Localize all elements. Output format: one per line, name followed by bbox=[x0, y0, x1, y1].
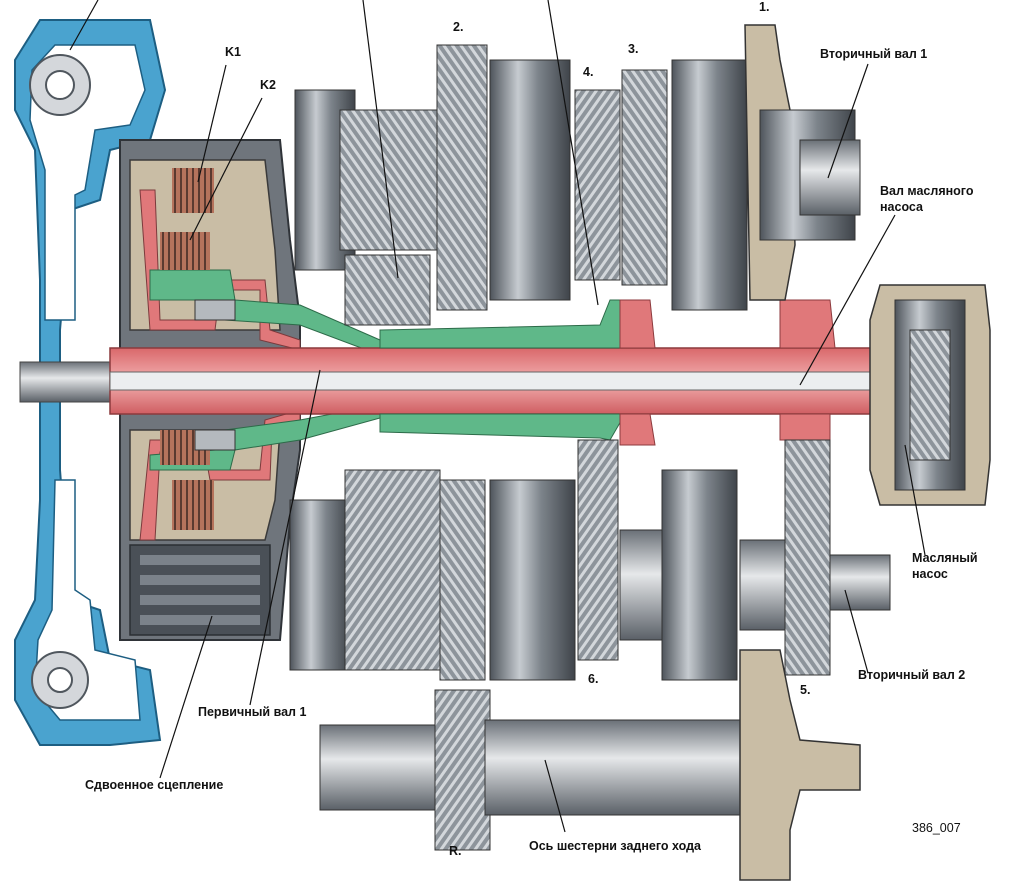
oil-pump bbox=[869, 284, 991, 506]
gear-6-label: 6. bbox=[588, 672, 599, 686]
figure-reference: 386_007 bbox=[912, 821, 961, 835]
output-shaft-1-gears bbox=[294, 24, 861, 326]
leader-lines bbox=[69, 0, 926, 833]
dual-clutch-label: Сдвоенное сцепление bbox=[85, 778, 224, 792]
k2-label: K2 bbox=[260, 78, 276, 92]
output-shaft-2-gears bbox=[289, 439, 891, 681]
gear-3-label: 3. bbox=[628, 42, 639, 56]
output-shaft-2-label: Вторичный вал 2 bbox=[858, 668, 966, 682]
oil-pump-label-line1: Масляный bbox=[912, 551, 978, 565]
oil-pump-label-line2: насос bbox=[912, 567, 948, 581]
oil-pump-shaft-label-line2: насоса bbox=[880, 200, 923, 214]
gear-2-label: 2. bbox=[453, 20, 464, 34]
output-shaft-1-label: Вторичный вал 1 bbox=[820, 47, 928, 61]
oil-pump-shaft-label-line1: Вал масляного bbox=[880, 184, 974, 198]
k1-label: K1 bbox=[225, 45, 241, 59]
gear-1-label: 1. bbox=[759, 0, 770, 14]
reverse-gear-axle bbox=[319, 649, 861, 881]
reverse-axle-label: Ось шестерни заднего хода bbox=[529, 839, 701, 853]
gear-r-label: R. bbox=[449, 844, 462, 858]
gear-4-label: 4. bbox=[583, 65, 594, 79]
bell-housing bbox=[14, 19, 167, 746]
gear-5-label: 5. bbox=[800, 683, 811, 697]
input-shaft-1-label: Первичный вал 1 bbox=[198, 705, 307, 719]
input-shaft bbox=[19, 299, 901, 446]
